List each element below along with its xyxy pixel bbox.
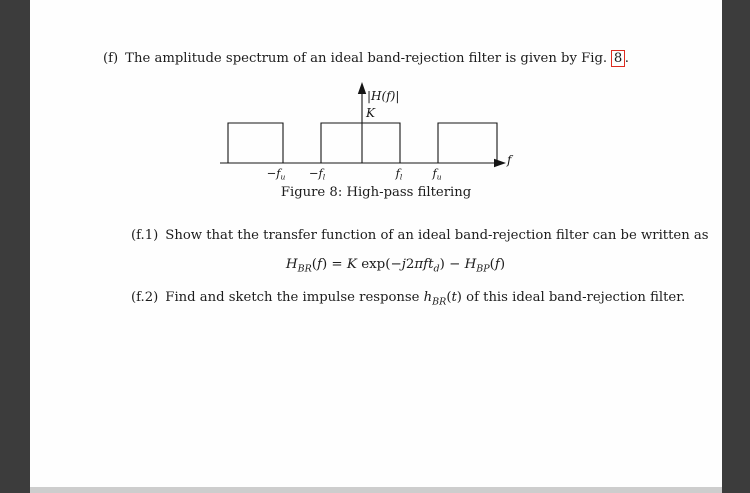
amplitude-axis-arrow [357, 82, 367, 94]
eq-token: H [464, 257, 477, 272]
figure-8: |H(f)| K f −fu −fl fl fu [215, 80, 515, 182]
tick-label-neg-fu: −fu [267, 166, 286, 182]
amplitude-axis-label: |H(f)| [367, 89, 399, 103]
eq-token: f [494, 257, 500, 272]
problem-part-f2: (f.2) Find and sketch the impulse respons… [131, 290, 686, 308]
eq-token: ) [499, 257, 506, 272]
impulse-response-symbol: h [423, 290, 433, 305]
eq-token: ) − [439, 257, 465, 272]
impulse-response-arg: t [451, 290, 457, 305]
right-band-block [437, 122, 498, 163]
part-f1-label: (f.1) [131, 228, 159, 243]
level-label-K: K [365, 106, 376, 120]
eq-token: BR [297, 263, 312, 275]
part-f-period: . [624, 51, 629, 66]
part-f2-label: (f.2) [131, 290, 159, 305]
part-f-label: (f) [103, 51, 119, 66]
part-f2-text-before: Find and sketch the impulse response [165, 290, 424, 305]
problem-part-f: (f) The amplitude spectrum of an ideal ba… [103, 50, 629, 67]
impulse-response-paren-open: ( [446, 290, 452, 305]
part-f-text: The amplitude spectrum of an ideal band-… [125, 51, 608, 66]
part-f1-text: Show that the transfer function of an id… [165, 228, 709, 243]
eq-token: j [401, 257, 406, 272]
eq-token: H [285, 257, 298, 272]
equation-band-rejection: HBR(f) = K exp(−j2πftd) − HBP(f) [103, 257, 688, 275]
impulse-response-paren-close: ) [456, 290, 462, 305]
f-axis-arrow [494, 158, 506, 168]
eq-token: d [433, 263, 440, 275]
eq-token: exp(− [356, 257, 402, 272]
tick-label-fu: fu [431, 166, 441, 182]
eq-token: 2 [405, 257, 415, 272]
eq-token: πft [414, 257, 434, 272]
figure-8-caption: Figure 8: High-pass filtering [280, 185, 472, 200]
page-bottom-edge [30, 487, 722, 493]
eq-token: ( [311, 257, 317, 272]
center-band-block [320, 122, 401, 163]
f-axis-label: f [506, 153, 514, 167]
tick-label-neg-fl: −fl [309, 166, 326, 182]
eq-token: f [316, 257, 322, 272]
eq-token: BP [476, 263, 490, 275]
eq-token: K [346, 257, 357, 272]
document-page: (f)The amplitude spectrum of an ideal ba… [30, 0, 722, 487]
eq-token: ( [489, 257, 495, 272]
figure-8-link[interactable]: 8 [611, 50, 625, 67]
impulse-response-sub: BR [432, 296, 447, 308]
part-f2-text-after: of this ideal band-rejection filter. [461, 290, 686, 305]
tick-label-fl: fl [395, 166, 403, 182]
left-band-block [227, 122, 284, 163]
eq-token: ) = [321, 257, 347, 272]
figure-8-plot: |H(f)| K f −fu −fl fl fu [220, 82, 514, 182]
problem-part-f1: (f.1) Show that the transfer function of … [131, 228, 709, 244]
